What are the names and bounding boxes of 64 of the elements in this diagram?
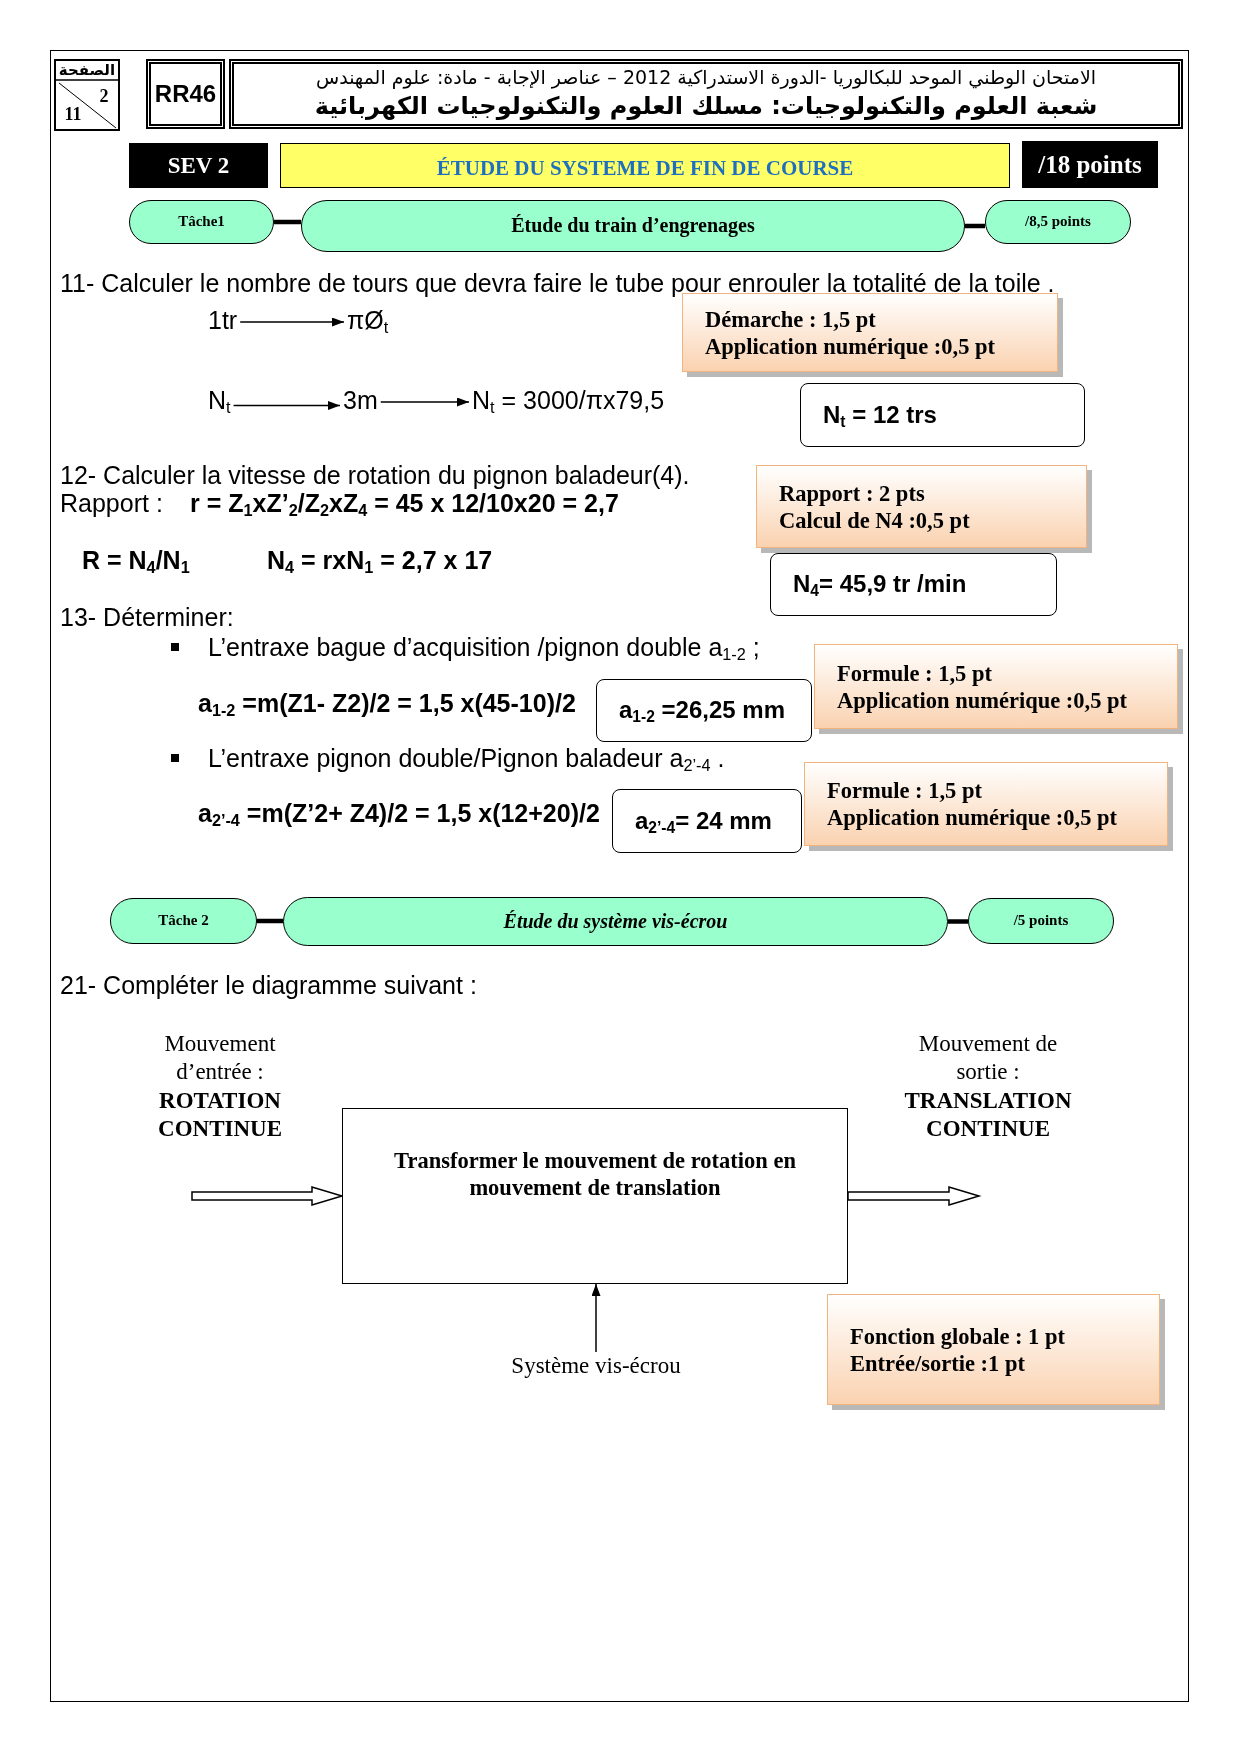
score-text: Application numérique :0,5 pt [705, 332, 996, 360]
connector [274, 219, 301, 225]
task-pill: Tâche 2 [110, 898, 257, 944]
arrow [591, 1283, 601, 1353]
question: 21- Compléter le diagramme suivant : [60, 970, 477, 1000]
result-box: a$_{1-2}$ =26,25 mm [596, 679, 812, 742]
connector [948, 919, 968, 924]
function-box: Transformer le mouvement de rotation en mouvement de translation [342, 1108, 848, 1284]
result-box: a$_{2’-4}$= 24 mm [612, 789, 802, 853]
task-pill: /8,5 points [985, 200, 1131, 244]
formula: r = Z$_{1}$xZ’$_{2}$/Z$_{2}$xZ$_{4}$ = 45 x 12/10x20 = 2,7 [190, 489, 619, 522]
input-label: Mouvement d’entrée : [163, 1030, 277, 1086]
formula-text: πØ$_{t}$ [347, 305, 389, 343]
result-box: N$_{t}$ = 12 trs [800, 383, 1085, 447]
formula-text: 1tr [208, 305, 238, 335]
label-box: /18 points [1022, 141, 1158, 188]
bullet-text: L’entraxe pignon double/Pignon baladeur a$_{2’-4}$ . [208, 743, 725, 777]
connector [257, 918, 283, 924]
formula: R = N$_{4}$/N$_{1}$ [82, 545, 190, 579]
score-text: Entrée/sortie :1 pt [850, 1349, 1025, 1377]
question: 13- Déterminer: [60, 602, 234, 632]
header-text: الامتحان الوطني الموحد للبكالوريا -الدورة الاستدراكية 2012 – عناصر الإجابة - مادة: علوم المهندس [314, 66, 1097, 88]
result-box: N$_{4}$= 45,9 tr /min [770, 553, 1057, 616]
score-text: Formule : 1,5 pt [827, 777, 982, 804]
score-text: Calcul de N4 :0,5 pt [779, 506, 970, 534]
bullet-text: L’entraxe bague d’acquisition /pignon double a$_{1-2}$ ; [208, 632, 760, 666]
arrow [380, 397, 470, 407]
formula-text: N$_{t}$ = 3000/πx79,5 [472, 385, 665, 423]
output-label: TRANSLATION CONTINUE [903, 1087, 1073, 1143]
score-text: Rapport : 2 pts [779, 479, 925, 507]
arrow [232, 401, 341, 411]
label-box: SEV 2 [129, 143, 268, 188]
output-label: Mouvement de sortie : [917, 1030, 1059, 1086]
text-label: Rapport : [60, 488, 163, 518]
connector [965, 223, 985, 229]
code-box: RR46 [146, 59, 225, 129]
header-text: شعبة العلوم والتكنولوجيات: مسلك العلوم والتكنولوجيات الكهربائية [313, 92, 1099, 120]
formula: N$_{4}$ = rxN$_{1}$ = 2,7 x 17 [267, 545, 493, 579]
hollow-arrow [191, 1186, 345, 1206]
page-number-box [54, 59, 120, 131]
score-text: Application numérique :0,5 pt [827, 804, 1118, 831]
task-pill: Étude du système vis-écrou [283, 897, 948, 946]
score-text: Application numérique :0,5 pt [837, 686, 1128, 714]
score-text: Fonction globale : 1 pt [850, 1322, 1065, 1350]
formula-text: N$_{t}$ [208, 385, 231, 423]
header-box [229, 59, 1183, 129]
arrow [239, 317, 345, 327]
page-number: 2 [98, 85, 110, 107]
formula-text: 3m [343, 385, 378, 415]
score-text: Formule : 1,5 pt [837, 659, 992, 687]
input-label: Système vis-écrou [496, 1352, 696, 1380]
page-label: الصفحة [57, 61, 117, 79]
question: 11- Calculer le nombre de tours que devra faire le tube pour enrouler la totalité de la toile . [60, 268, 1055, 298]
task-pill: /5 points [968, 898, 1114, 944]
page-number: 11 [63, 103, 83, 125]
question: 12- Calculer la vitesse de rotation du pignon baladeur(4). [60, 460, 690, 490]
hollow-arrow [847, 1186, 982, 1206]
task-pill: Tâche1 [129, 200, 274, 244]
title-box: ÉTUDE DU SYSTEME DE FIN DE COURSE [280, 143, 1010, 188]
input-label: ROTATION CONTINUE [157, 1087, 283, 1143]
formula: a$_{1-2}$ =m(Z1- Z2)/2 = 1,5 x(45-10)/2 [198, 688, 576, 722]
score-text: Démarche : 1,5 pt [705, 305, 876, 333]
formula: a$_{2’-4}$ =m(Z’2+ Z4)/2 = 1,5 x(12+20)/2 [198, 798, 600, 832]
task-pill: Étude du train d’engrenages [301, 200, 965, 252]
